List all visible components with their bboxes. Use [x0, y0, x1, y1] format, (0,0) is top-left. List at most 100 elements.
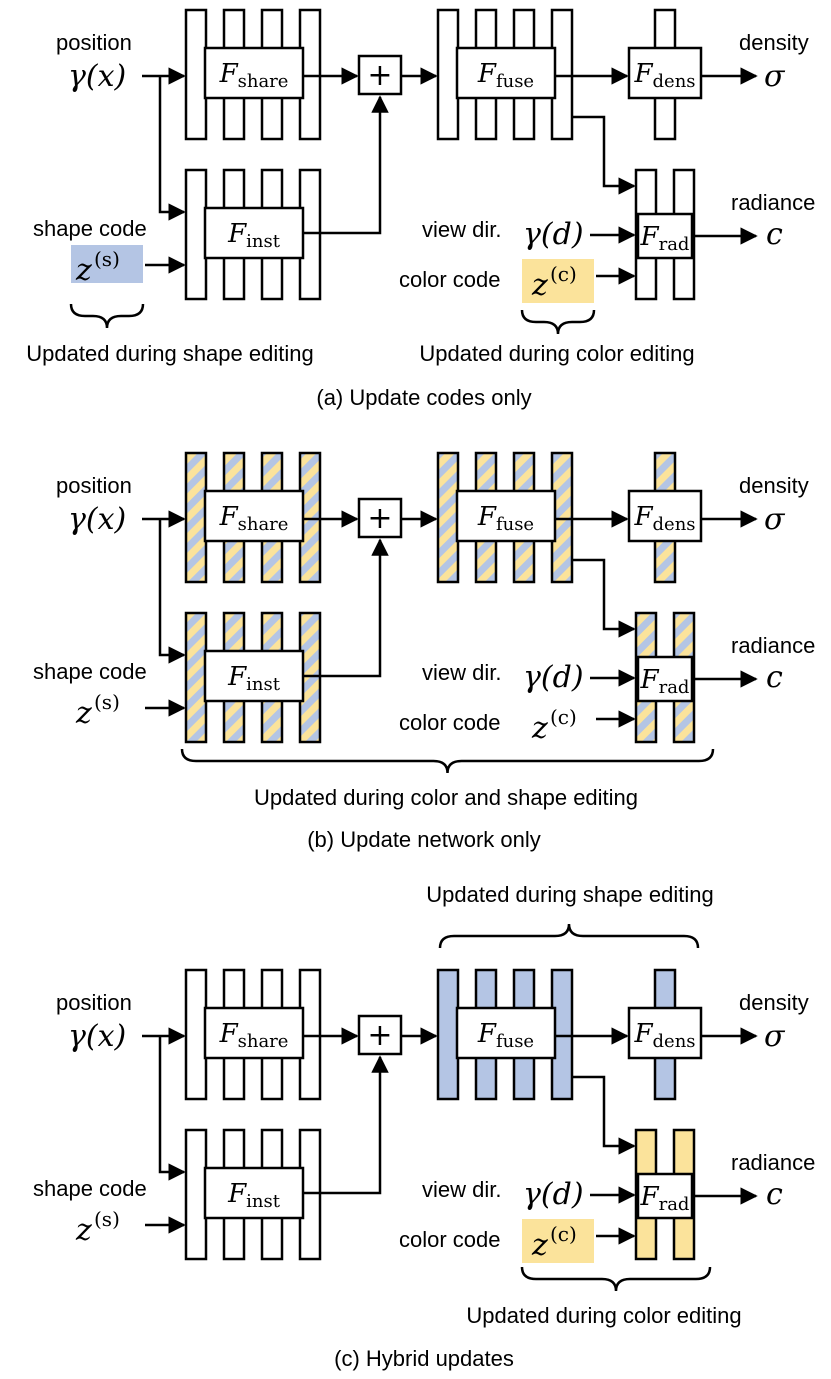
- color-code-label: color code: [399, 267, 501, 292]
- color-code-highlight: [522, 259, 594, 303]
- radiance-label: radiance: [731, 1150, 815, 1175]
- module-fuse-box: [455, 1006, 557, 1060]
- color-code-label: color code: [399, 1227, 501, 1252]
- module-rad-label: Frad: [640, 222, 690, 255]
- module-dens-label: Fdens: [633, 59, 695, 92]
- module-rad-box: [636, 655, 694, 703]
- module-fuse-label: Ffuse: [477, 59, 534, 92]
- module-share-label: Fshare: [219, 1019, 289, 1052]
- plus-sign: +: [367, 1018, 392, 1053]
- share-stack-layer-1: [184, 8, 208, 141]
- sigma-label: σ: [764, 1019, 786, 1054]
- module-rad-box: [636, 1172, 694, 1220]
- plus-node: [357, 1014, 403, 1056]
- caption-b: (b) Update network only: [307, 827, 541, 852]
- view-dir-label: view dir.: [422, 1177, 501, 1202]
- z-c-code: z(c): [531, 262, 577, 303]
- module-rad-label: Frad: [640, 665, 690, 698]
- arrow-gamma-x-to-inst: [158, 76, 186, 221]
- sigma-label: σ: [764, 59, 786, 94]
- z-s-code-sup: (s): [94, 690, 120, 714]
- brace-network: [180, 748, 715, 774]
- module-fuse-box: [455, 489, 557, 543]
- share-stack-layer-1: [184, 968, 208, 1101]
- color-code-highlight: [522, 1219, 594, 1263]
- caption-a: (a) Update codes only: [316, 385, 531, 410]
- view-dir-label: view dir.: [422, 660, 501, 685]
- brace-shape-network: [438, 923, 700, 949]
- module-rad-label: Frad: [640, 1182, 690, 1215]
- radiance-label: radiance: [731, 633, 815, 658]
- inst-stack: [184, 611, 322, 744]
- gamma-d-label: γ(d): [523, 1177, 584, 1212]
- arrow-inst-to-plus: [304, 538, 389, 678]
- z-s-code: z(s): [75, 247, 120, 288]
- brace-color-code: [520, 309, 596, 335]
- density-label: density: [739, 30, 809, 55]
- share-stack-layer-1: [184, 451, 208, 584]
- fuse-stack-layer-1: [436, 8, 460, 141]
- arrow-gamma-x-to-inst: [158, 1036, 186, 1181]
- module-fuse-label: Ffuse: [477, 1019, 534, 1052]
- plus-sign: +: [367, 501, 392, 536]
- shape-code-label: shape code: [33, 1176, 147, 1201]
- plus-sign: +: [367, 58, 392, 93]
- sigma-label: σ: [764, 502, 786, 537]
- arrow-inst-to-plus: [304, 1055, 389, 1195]
- z-c-code-sup: (c): [550, 1222, 577, 1246]
- module-share-label: Fshare: [219, 502, 289, 535]
- color-code-label: color code: [399, 710, 501, 735]
- z-c-code: z(c): [531, 705, 577, 746]
- module-rad-box: [636, 212, 694, 260]
- z-s-code: z(s): [75, 690, 120, 731]
- arrow-fuse-to-rad: [572, 115, 636, 195]
- module-dens-box: [627, 46, 703, 100]
- annotation-left: Updated during shape editing: [26, 341, 313, 366]
- gamma-d-label: γ(d): [523, 217, 584, 252]
- gamma-x-label: γ(x): [68, 1019, 126, 1054]
- gamma-d-label: γ(d): [523, 660, 584, 695]
- z-s-code-sup: (s): [94, 1207, 120, 1231]
- module-inst-label: Finst: [227, 1179, 281, 1212]
- z-c-code: z(c): [531, 1222, 577, 1263]
- module-share-box: [203, 46, 305, 100]
- z-c-code-base: z: [531, 268, 548, 303]
- position-label: position: [56, 30, 132, 55]
- arrow-gamma-x-to-inst: [158, 519, 186, 664]
- module-inst-label: Finst: [227, 219, 281, 252]
- gamma-x-label: γ(x): [68, 59, 126, 94]
- inst-stack-layer-1: [184, 1128, 208, 1261]
- inst-stack-layer-1: [184, 168, 208, 301]
- caption-c: (c) Hybrid updates: [334, 1346, 514, 1371]
- brace-color-network: [520, 1266, 712, 1292]
- brace-shape-code: [69, 303, 145, 329]
- module-inst-box: [203, 1166, 305, 1220]
- c-label: c: [766, 660, 783, 695]
- inst-stack-layer-1: [184, 611, 208, 744]
- shape-code-label: shape code: [33, 659, 147, 684]
- arrow-inst-to-plus: [304, 95, 389, 235]
- position-label: position: [56, 990, 132, 1015]
- z-c-code-base: z: [531, 711, 548, 746]
- z-s-code-sup: (s): [94, 247, 120, 271]
- module-inst-box: [203, 206, 305, 260]
- fuse-stack-layer-1: [436, 451, 460, 584]
- module-share-label: Fshare: [219, 59, 289, 92]
- z-s-code-base: z: [75, 1213, 92, 1248]
- module-inst-box: [203, 649, 305, 703]
- shape-code-label: shape code: [33, 216, 147, 241]
- c-label: c: [766, 217, 783, 252]
- module-dens-label: Fdens: [633, 502, 695, 535]
- z-c-code-sup: (c): [550, 705, 577, 729]
- z-c-code-base: z: [531, 1228, 548, 1263]
- annotation-bottom: Updated during color editing: [466, 1303, 741, 1328]
- density-label: density: [739, 990, 809, 1015]
- plus-node: [357, 54, 403, 96]
- module-fuse-label: Ffuse: [477, 502, 534, 535]
- arrow-fuse-to-rad: [572, 558, 636, 638]
- radiance-label: radiance: [731, 190, 815, 215]
- position-label: position: [56, 473, 132, 498]
- module-share-box: [203, 1006, 305, 1060]
